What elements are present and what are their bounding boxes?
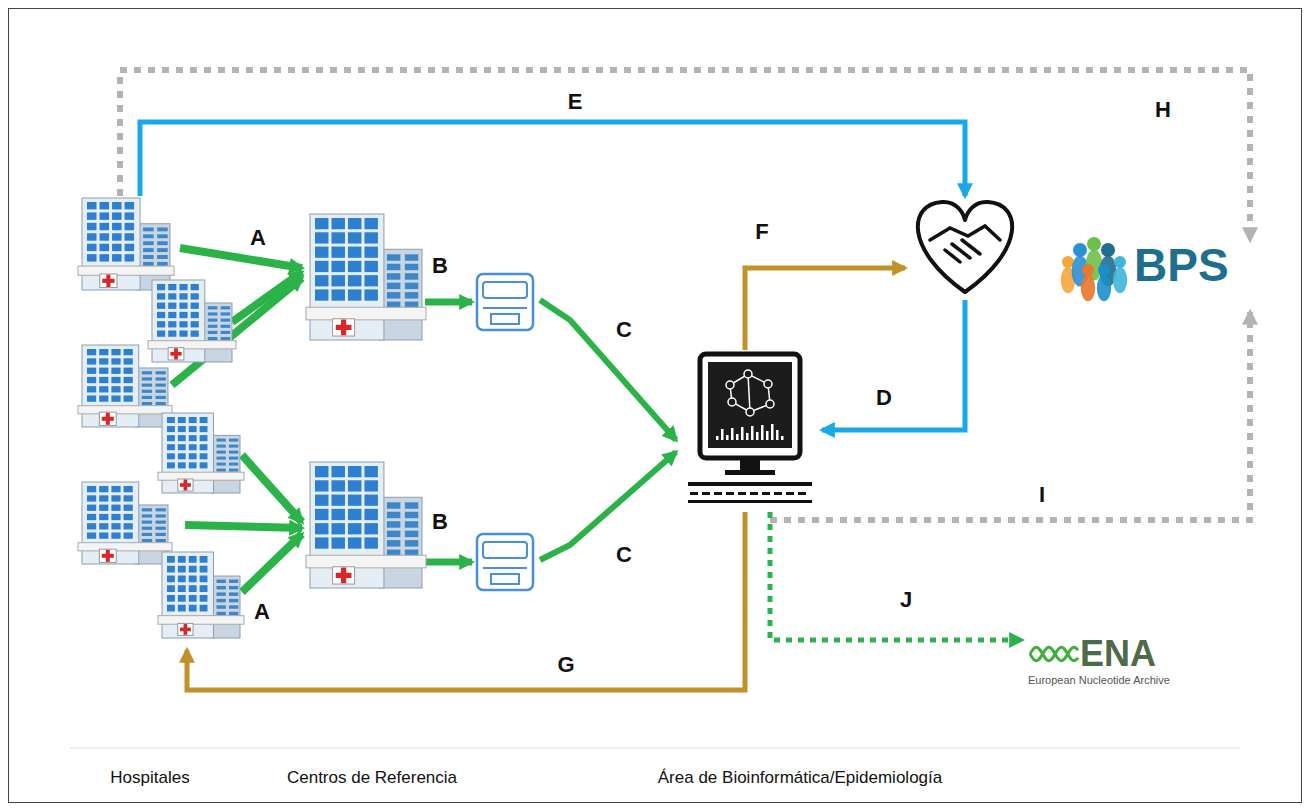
arrow-letter: C xyxy=(616,543,632,567)
flow-arrow xyxy=(180,248,302,268)
arrow-letter: D xyxy=(876,386,892,410)
column-title: Centros de Referencia xyxy=(287,769,457,788)
flow-arrow xyxy=(172,278,302,385)
arrow-letter: F xyxy=(755,220,768,244)
flow-arrow xyxy=(540,300,676,440)
bps-logo-people xyxy=(1061,237,1127,301)
flow-arrow xyxy=(770,312,1250,520)
bps-logo: BPS xyxy=(1134,240,1229,291)
hospital-icon xyxy=(306,214,426,340)
arrow-letter: G xyxy=(557,653,574,677)
flow-arrow xyxy=(187,512,745,690)
arrow-letter: I xyxy=(1039,483,1045,507)
hospital-icon xyxy=(148,280,236,362)
arrow-letter: H xyxy=(1155,98,1171,122)
arrow-letter: E xyxy=(568,90,583,114)
flow-arrow xyxy=(425,299,472,306)
ena-logo: ENAEuropean Nucleotide Archive xyxy=(1028,634,1170,686)
flow-arrow xyxy=(232,272,302,322)
logo-subtitle: European Nucleotide Archive xyxy=(1028,674,1170,686)
sequencer-icon xyxy=(477,274,533,330)
hospital-icon xyxy=(78,345,172,427)
separator xyxy=(70,748,1240,749)
flow-arrow xyxy=(242,534,302,592)
flow-arrow xyxy=(120,70,1250,240)
arrow-letter: J xyxy=(900,588,912,612)
flow-arrow xyxy=(770,512,1022,640)
sequencer-icon xyxy=(477,534,533,590)
hospital-icon xyxy=(78,198,174,290)
handshake-heart-icon xyxy=(918,202,1012,292)
ena-wave xyxy=(1030,647,1078,660)
hospital-icon xyxy=(78,482,172,564)
ena-wave xyxy=(1030,647,1078,660)
hospital-icon xyxy=(306,462,426,588)
flow-arrow xyxy=(425,559,472,566)
flow-arrow xyxy=(242,455,302,522)
flow-arrow xyxy=(540,452,676,560)
flow-arrow xyxy=(140,122,965,196)
column-title: Hospitales xyxy=(110,769,189,788)
logo-text: BPS xyxy=(1134,240,1229,291)
column-title: Área de Bioinformática/Epidemiología xyxy=(658,769,942,788)
computer-icon xyxy=(688,354,812,503)
arrow-letter: A xyxy=(250,226,266,250)
arrow-letter: C xyxy=(616,318,632,342)
arrow-letter: B xyxy=(432,510,448,534)
frame xyxy=(9,9,1302,803)
arrow-letter: A xyxy=(254,600,270,624)
hospital-icon xyxy=(158,413,244,493)
logo-text: ENA xyxy=(1028,634,1170,674)
flow-arrow xyxy=(822,300,965,430)
flow-arrow xyxy=(745,268,905,350)
hospital-icon xyxy=(158,552,244,638)
flow-arrow xyxy=(185,525,302,528)
arrow-letter: B xyxy=(432,254,448,278)
